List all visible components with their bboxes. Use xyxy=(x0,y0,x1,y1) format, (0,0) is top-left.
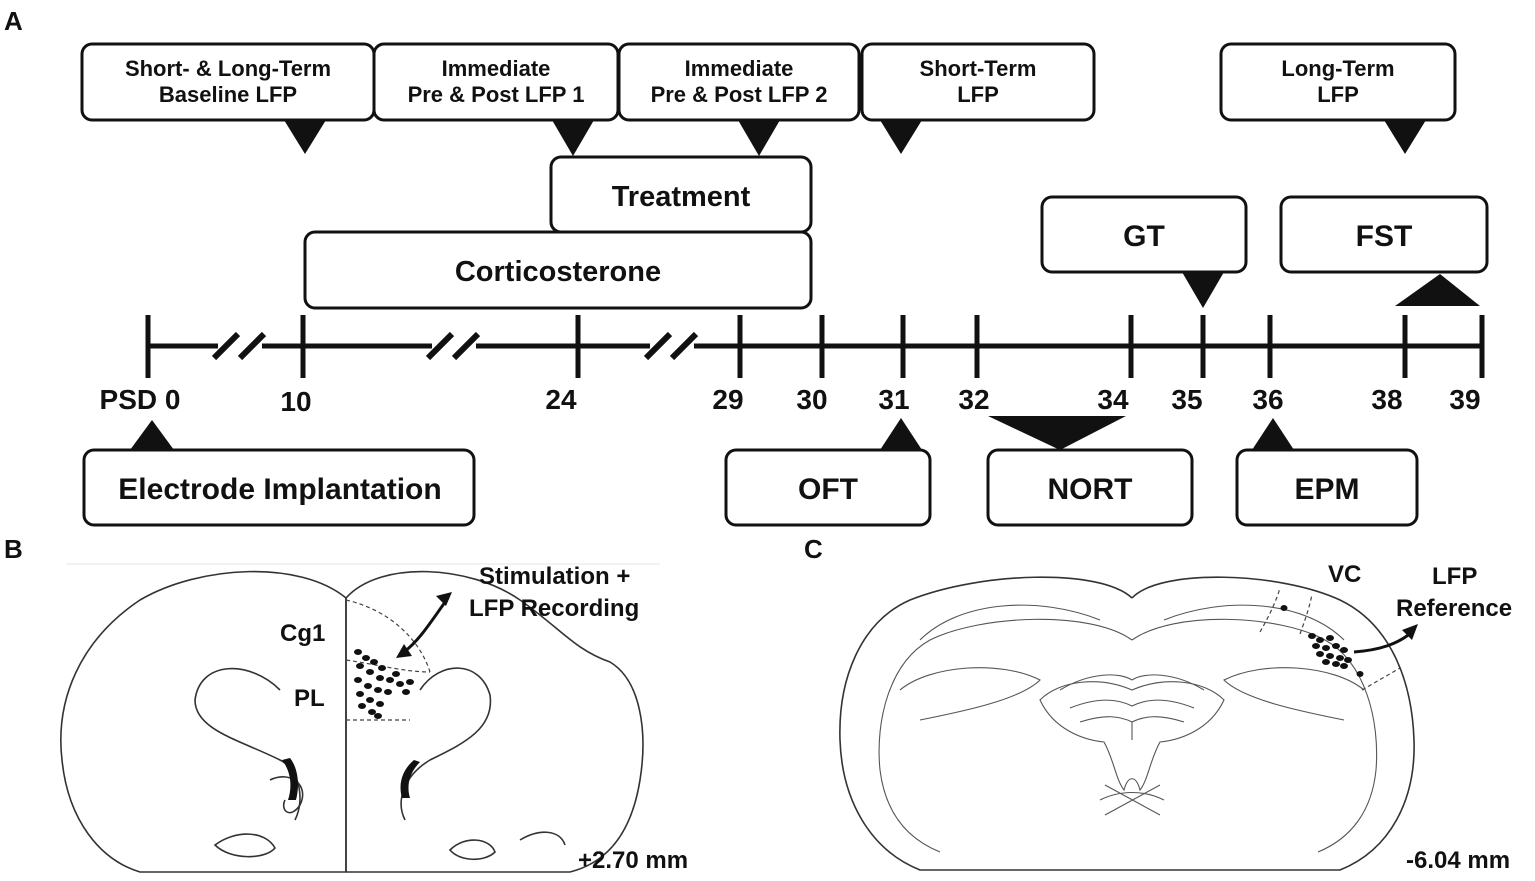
tick-label-36: 36 xyxy=(1252,384,1283,415)
top-box-long-term-line2: LFP xyxy=(1317,82,1359,107)
immediate-1-marker xyxy=(552,120,594,156)
fst-label: FST xyxy=(1356,220,1413,253)
oft-box: OFT xyxy=(724,448,932,527)
top-box-long-term-line1: Long-Term xyxy=(1281,56,1394,81)
gt-marker xyxy=(1182,272,1224,308)
panel-c-anno-line2: Reference xyxy=(1396,595,1512,622)
fst-box: FST xyxy=(1279,195,1489,274)
treatment-box: Treatment xyxy=(549,155,813,234)
panel-c-letter: C xyxy=(804,534,823,564)
label-vc: VC xyxy=(1328,561,1361,588)
top-box-immediate-1-line2: Pre & Post LFP 1 xyxy=(408,82,585,107)
panel-b-electrode-dots xyxy=(354,649,414,719)
panel-c-brain-section xyxy=(839,576,1415,871)
panel-c-anno-line1: LFP xyxy=(1432,563,1477,590)
nort-label: NORT xyxy=(1048,473,1133,506)
electrode-marker xyxy=(130,420,174,450)
top-box-immediate-1: Immediate Pre & Post LFP 1 xyxy=(372,42,620,122)
tick-label-32: 32 xyxy=(958,384,989,415)
top-box-immediate-1-line1: Immediate xyxy=(442,56,551,81)
long-term-marker xyxy=(1384,120,1426,154)
tick-label-34: 34 xyxy=(1097,384,1129,415)
tick-label-29: 29 xyxy=(712,384,743,415)
baseline-marker xyxy=(284,120,326,154)
gt-label: GT xyxy=(1123,220,1165,253)
panel-c-electrode-dots xyxy=(1280,605,1364,677)
tick-label-10: 10 xyxy=(280,386,311,417)
fst-marker xyxy=(1395,274,1480,306)
epm-box: EPM xyxy=(1235,448,1419,527)
panel-b-anno-line1: Stimulation + xyxy=(479,563,630,590)
top-box-immediate-2: Immediate Pre & Post LFP 2 xyxy=(617,42,861,122)
tick-label-35: 35 xyxy=(1171,384,1202,415)
epm-marker xyxy=(1252,418,1294,450)
tick-label-39: 39 xyxy=(1449,384,1480,415)
panel-b-coordinate: +2.70 mm xyxy=(578,847,688,874)
top-box-baseline-line2: Baseline LFP xyxy=(159,82,297,107)
nort-box: NORT xyxy=(986,448,1194,527)
tick-label-24: 24 xyxy=(545,384,577,415)
tick-label-30: 30 xyxy=(796,384,827,415)
oft-marker xyxy=(880,418,922,450)
timeline-axis xyxy=(145,315,1485,378)
top-box-short-term: Short-Term LFP xyxy=(860,42,1096,122)
label-cg1: Cg1 xyxy=(280,620,325,647)
tick-label-31: 31 xyxy=(878,384,909,415)
oft-label: OFT xyxy=(798,473,858,506)
gt-box: GT xyxy=(1040,195,1248,274)
top-box-long-term: Long-Term LFP xyxy=(1219,42,1457,122)
panel-b-letter: B xyxy=(4,534,23,564)
axis-break-2 xyxy=(425,331,481,361)
axis-break-1 xyxy=(211,331,267,361)
panel-b-brain-section xyxy=(60,563,660,873)
immediate-2-marker xyxy=(738,120,780,156)
top-box-short-term-line1: Short-Term xyxy=(920,56,1037,81)
top-box-short-term-line2: LFP xyxy=(957,82,999,107)
tick-label-0: PSD 0 xyxy=(100,384,181,415)
panel-c-arrowhead xyxy=(1402,624,1418,640)
electrode-label: Electrode Implantation xyxy=(118,473,441,506)
treatment-label: Treatment xyxy=(612,181,751,213)
panel-b-arrowhead-high xyxy=(436,592,452,606)
panel-c-coordinate: -6.04 mm xyxy=(1406,847,1510,874)
panel-a-letter: A xyxy=(4,6,23,36)
panel-b-arrow xyxy=(403,597,450,654)
corticosterone-label: Corticosterone xyxy=(455,256,661,288)
top-box-immediate-2-line1: Immediate xyxy=(685,56,794,81)
electrode-box: Electrode Implantation xyxy=(82,448,476,527)
label-pl: PL xyxy=(294,685,325,712)
corticosterone-box: Corticosterone xyxy=(303,230,813,310)
top-box-baseline-line1: Short- & Long-Term xyxy=(125,56,331,81)
top-box-immediate-2-line2: Pre & Post LFP 2 xyxy=(651,82,828,107)
short-term-marker xyxy=(880,120,922,154)
panel-b-arrowhead-low xyxy=(396,644,412,658)
tick-label-38: 38 xyxy=(1371,384,1402,415)
nort-marker xyxy=(988,416,1126,450)
axis-break-3 xyxy=(643,331,699,361)
epm-label: EPM xyxy=(1294,473,1359,506)
panel-b-anno-line2: LFP Recording xyxy=(469,595,639,622)
top-box-baseline: Short- & Long-Term Baseline LFP xyxy=(80,42,376,122)
